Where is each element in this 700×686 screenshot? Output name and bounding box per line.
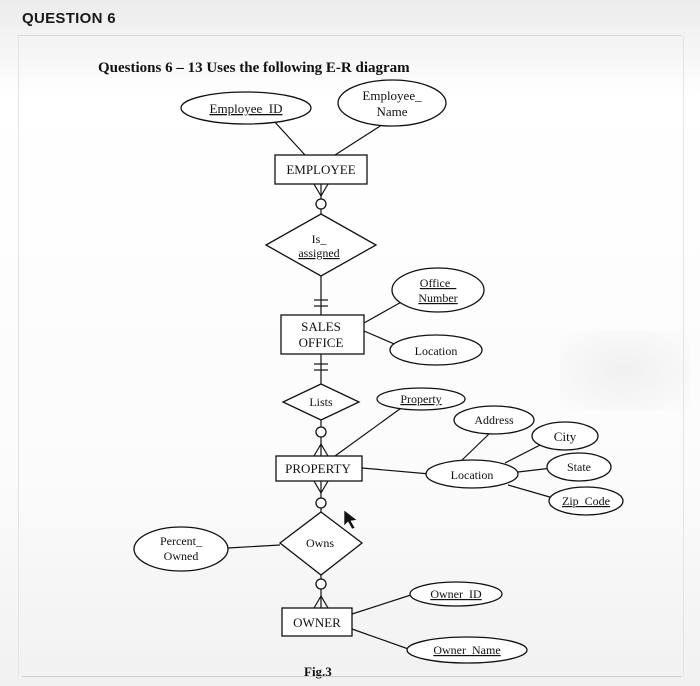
attr-percent-owned: Percent_ Owned (133, 526, 229, 572)
entity-sales-office: SALES OFFICE (280, 314, 365, 355)
crowfoot-employee-zero-many (313, 183, 329, 210)
entity-sales-office-label-2: OFFICE (299, 335, 344, 350)
crowfoot-owner (313, 578, 329, 609)
mouse-cursor-icon (343, 509, 358, 530)
attr-owner-id-label: Owner_ID (430, 587, 482, 601)
footer-divider (22, 676, 682, 677)
attr-percent-owned-label-1: Percent_ (160, 534, 203, 548)
attr-state-label: State (567, 460, 591, 474)
attr-employee-name: Employee_ Name (337, 79, 447, 127)
attr-property-id: Property (376, 387, 466, 411)
attr-employee-name-label-2: Name (376, 104, 407, 119)
crowfoot-property-zero-many (313, 426, 329, 457)
cardinality-marks (313, 183, 329, 609)
link-owner-id (351, 593, 415, 615)
attr-office-location: Location (389, 334, 483, 366)
attr-office-number-label-1: Office_ (420, 276, 457, 290)
relationship-is-assigned: Is_ assigned (264, 213, 378, 277)
link-owner-name (351, 628, 415, 652)
attr-zip-code-label: Zip_Code (562, 494, 610, 508)
entity-owner: OWNER (281, 607, 353, 637)
attr-employee-name-label-1: Employee_ (362, 88, 422, 103)
attr-property-location-label: Location (451, 468, 494, 482)
relationship-owns: Owns (278, 511, 364, 576)
link-property-id (334, 405, 405, 457)
relationship-lists: Lists (281, 383, 361, 421)
entity-property: PROPERTY (275, 455, 363, 482)
attr-owner-name: Owner_Name (406, 636, 528, 664)
link-employee-name (334, 120, 389, 156)
entity-property-label: PROPERTY (285, 461, 351, 476)
entity-employee: EMPLOYEE (274, 154, 368, 185)
link-state (517, 467, 553, 473)
attr-office-number: Office_ Number (391, 267, 485, 313)
mandatory-one-lists (314, 363, 328, 371)
attr-zip-code: Zip_Code (548, 486, 624, 516)
attr-employee-id-label: Employee_ID (210, 101, 283, 116)
attr-city: City (531, 421, 599, 451)
entity-owner-label: OWNER (293, 615, 341, 630)
figure-caption: Fig.3 (304, 664, 332, 679)
relationship-is-assigned-label-2: assigned (298, 246, 339, 260)
relationship-owns-label: Owns (306, 536, 334, 550)
link-percent-owned (227, 544, 281, 549)
question-title: QUESTION 6 (22, 10, 116, 27)
entity-sales-office-label-1: SALES (301, 319, 341, 334)
relationship-is-assigned-label-1: Is_ (312, 232, 328, 246)
attr-percent-owned-label-2: Owned (164, 549, 199, 563)
attr-property-id-label: Property (400, 392, 441, 406)
attr-property-location: Location (425, 459, 519, 489)
attr-owner-name-label: Owner_Name (433, 643, 500, 657)
attr-city-label: City (554, 429, 577, 444)
attr-address: Address (453, 405, 535, 435)
link-property-location (361, 467, 431, 475)
attr-state: State (546, 452, 612, 482)
attr-office-number-label-2: Number (418, 291, 457, 305)
photo-glare (560, 330, 690, 410)
link-address (459, 432, 491, 463)
header-divider (18, 35, 682, 36)
entity-employee-label: EMPLOYEE (286, 162, 355, 177)
question-instruction: Questions 6 – 13 Uses the following E-R … (98, 60, 410, 76)
attr-owner-id: Owner_ID (409, 581, 503, 607)
attr-employee-id: Employee_ID (180, 91, 312, 125)
diagram-links (227, 107, 561, 652)
mandatory-one-salesoffice (314, 299, 328, 307)
attr-office-location-label: Location (415, 344, 458, 358)
crowfoot-property-owns (313, 480, 329, 509)
attr-address-label: Address (474, 413, 514, 427)
relationship-lists-label: Lists (309, 395, 333, 409)
